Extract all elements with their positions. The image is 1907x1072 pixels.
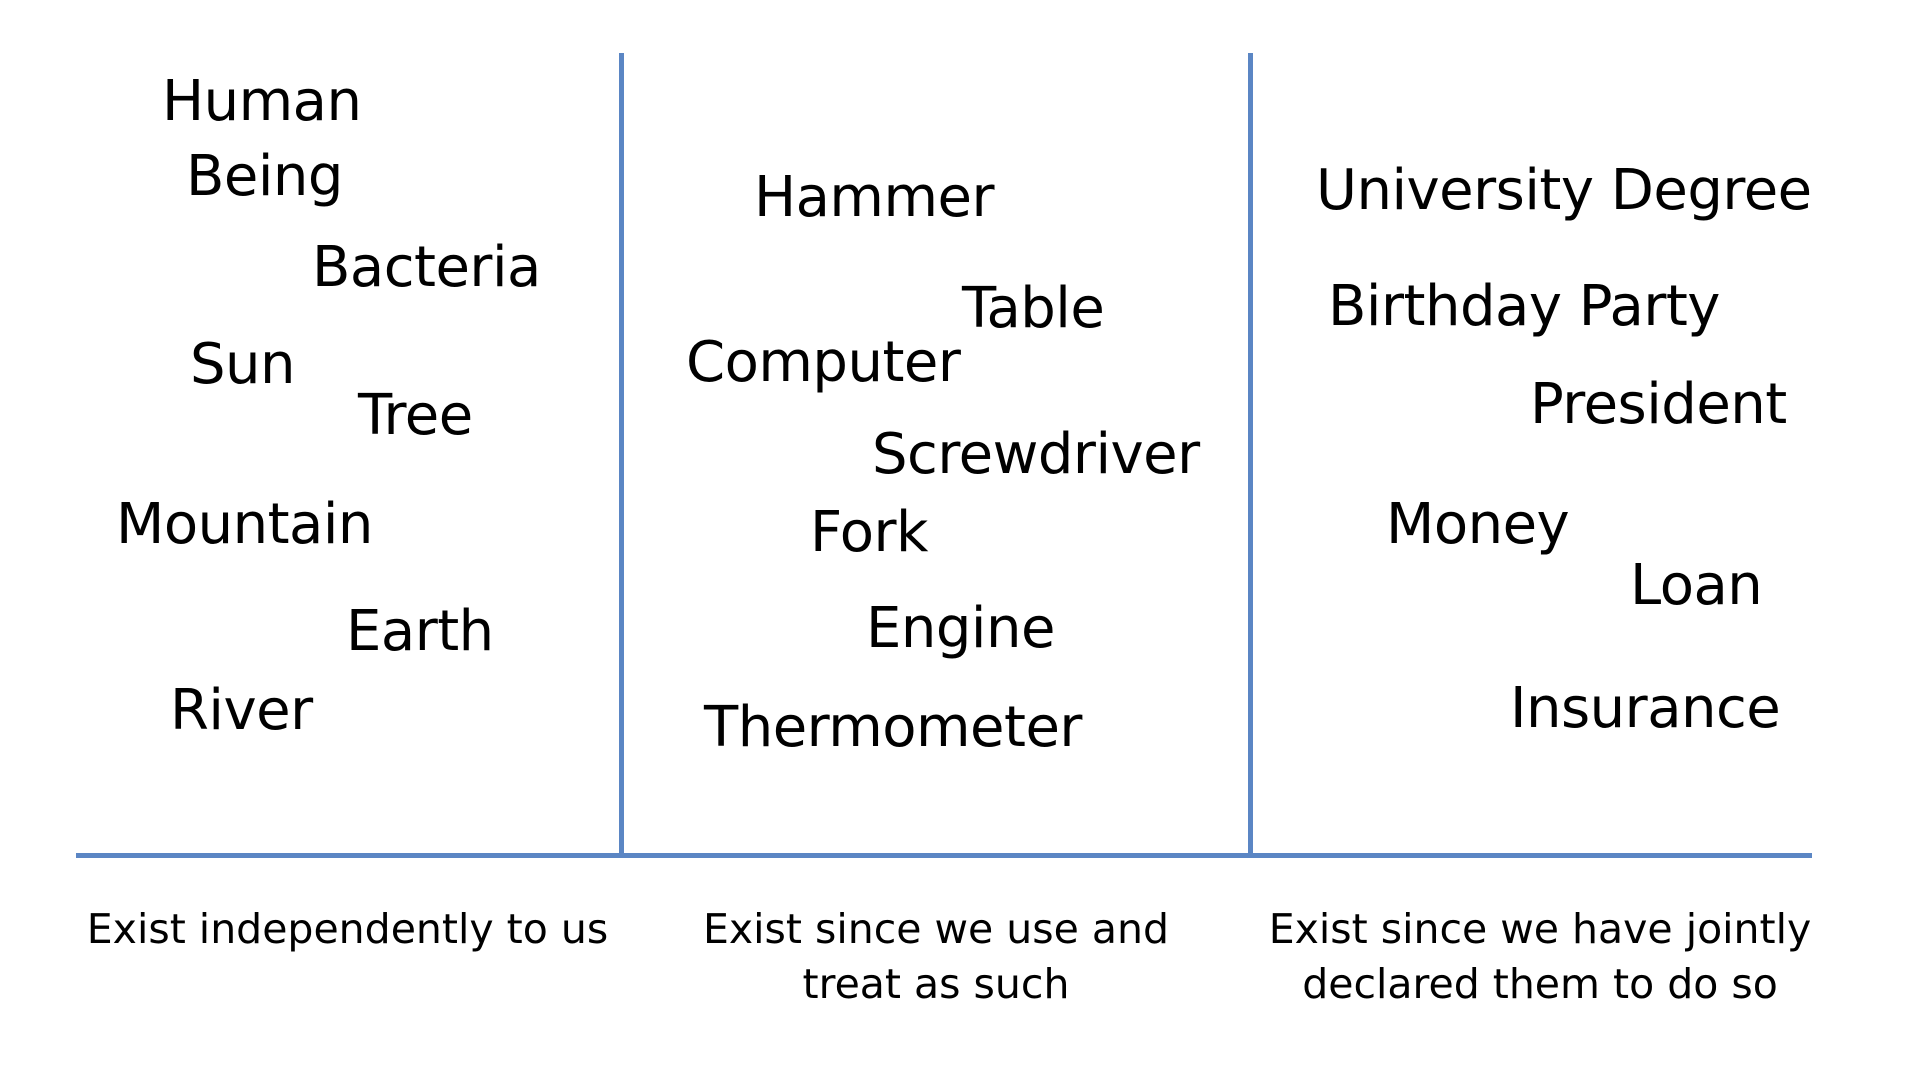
divider-vertical-2: [1248, 53, 1253, 858]
word-university-degree: University Degree: [1316, 158, 1812, 223]
caption-social-line-1: Exist since we have jointly: [1268, 905, 1812, 953]
caption-artifacts-line-1: Exist since we use and: [702, 905, 1170, 953]
word-human: Human: [162, 69, 362, 134]
word-mountain: Mountain: [116, 492, 373, 557]
caption-social: Exist since we have jointly declared the…: [1253, 902, 1827, 1013]
word-insurance: Insurance: [1510, 676, 1781, 741]
word-fork: Fork: [810, 500, 928, 565]
word-sun: Sun: [190, 332, 296, 397]
word-loan: Loan: [1630, 553, 1763, 618]
divider-horizontal: [76, 853, 1812, 858]
word-engine: Engine: [866, 596, 1055, 661]
word-president: President: [1530, 372, 1787, 437]
word-birthday-party: Birthday Party: [1328, 274, 1720, 339]
divider-vertical-1: [619, 53, 624, 858]
caption-natural-line-1: Exist independently to us: [86, 905, 609, 953]
word-screwdriver: Screwdriver: [872, 422, 1200, 487]
word-money: Money: [1386, 492, 1570, 557]
word-earth: Earth: [346, 599, 494, 664]
word-hammer: Hammer: [754, 165, 995, 230]
word-being: Being: [186, 144, 343, 209]
caption-artifacts: Exist since we use and treat as such: [624, 902, 1248, 1013]
word-bacteria: Bacteria: [312, 235, 541, 300]
caption-social-line-2: declared them to do so: [1302, 960, 1778, 1009]
word-thermometer: Thermometer: [704, 695, 1082, 760]
caption-artifacts-line-2: treat as such: [802, 960, 1070, 1009]
caption-natural: Exist independently to us: [76, 902, 619, 957]
word-computer: Computer: [686, 330, 961, 395]
word-table: Table: [962, 276, 1105, 341]
word-river: River: [170, 678, 313, 743]
word-tree: Tree: [358, 383, 473, 448]
